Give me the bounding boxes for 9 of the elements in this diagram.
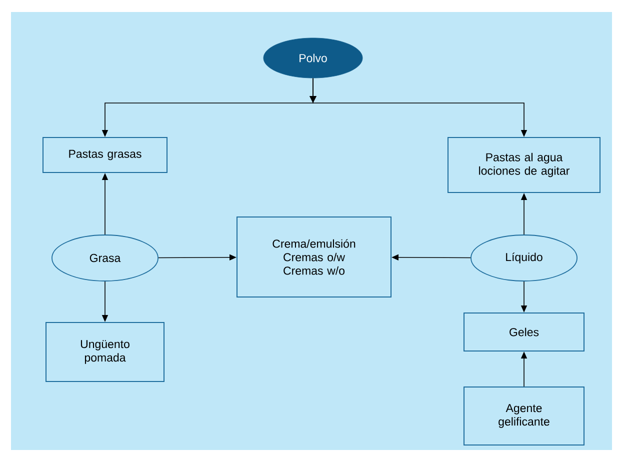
oval-node: Líquido xyxy=(470,234,578,282)
process-box: Crema/emulsión Cremas o/w Cremas w/o xyxy=(236,216,392,298)
process-box: Pastas al agua lociones de agitar xyxy=(448,137,600,193)
process-box: Pastas grasas xyxy=(42,137,168,173)
oval-node: Polvo xyxy=(263,38,363,78)
process-box: Ungüento pomada xyxy=(46,322,164,382)
oval-node: Grasa xyxy=(52,234,158,282)
process-box: Agente gelificante xyxy=(464,386,584,446)
process-box: Geles xyxy=(464,312,584,352)
